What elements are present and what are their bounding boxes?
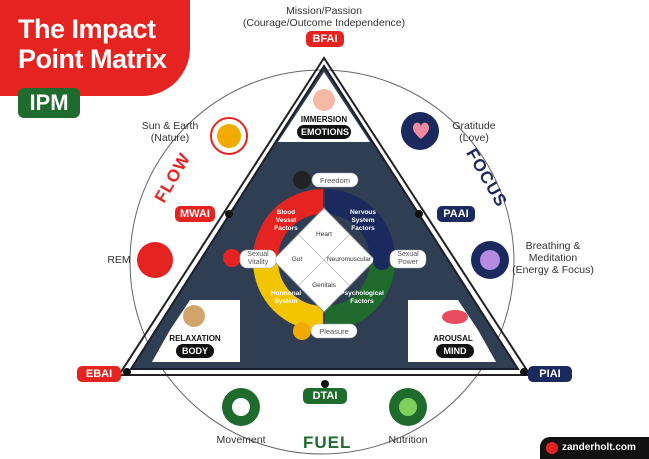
mwai-pill: MWAI	[175, 206, 215, 222]
gut-label: Gut	[291, 256, 303, 263]
relaxation-icon	[183, 305, 205, 327]
freedom-label: Freedom	[319, 176, 350, 185]
sun-earth-label: Sun & Earth (Nature)	[141, 120, 199, 144]
immersion-label: IMMERSION	[300, 115, 348, 124]
title-banner	[0, 0, 190, 96]
piai-pill: PIAI	[528, 366, 572, 382]
fuel-word: FUEL	[303, 433, 352, 452]
immersion-icon	[313, 89, 335, 111]
sexual-power-icon	[373, 252, 391, 270]
nervous-system-label: Nervous System Factors	[349, 209, 376, 232]
brand-tag[interactable]: zanderholt.com	[540, 437, 649, 459]
dtai-pill: DTAI	[303, 388, 347, 404]
node-mwai	[225, 210, 233, 218]
sexual-vitality-icon	[223, 249, 241, 267]
quad-green	[325, 261, 395, 331]
corner-right-area	[408, 300, 496, 362]
ebai-pill: EBAI	[77, 366, 121, 382]
apex-label: Mission/Passion (Courage/Outcome Indepen…	[242, 5, 406, 29]
sun-icon	[217, 124, 241, 148]
meditation-icon	[480, 250, 500, 270]
freedom-icon	[293, 171, 311, 189]
movement-label: Movement	[216, 434, 266, 446]
heart-icon	[413, 122, 429, 139]
arousal-label: AROUSAL	[433, 334, 473, 343]
outer-triangle	[117, 56, 532, 376]
blood-vessel-label: Blood Vessel Factors	[274, 209, 298, 232]
bfai-pill: BFAI	[306, 31, 344, 47]
rem-circle	[137, 242, 173, 278]
page-title: The Impact Point Matrix	[18, 14, 167, 74]
neuromuscular-label: Neuromuscular	[326, 256, 372, 263]
quad-navy	[325, 189, 395, 259]
quad-yellow	[253, 261, 323, 331]
node-dtai	[321, 380, 329, 388]
genitals-label: Genitals	[312, 282, 336, 289]
corner-left-area	[152, 300, 240, 362]
node-ebai	[123, 368, 131, 376]
quad-red	[253, 189, 323, 259]
nutrition-label: Nutrition	[388, 434, 428, 446]
mind-tag: MIND	[436, 344, 474, 358]
body-tag: BODY	[176, 344, 214, 358]
food-icon	[399, 398, 417, 416]
sexual-vitality-label: Sexual Vitality	[247, 251, 269, 266]
lips-icon	[442, 310, 468, 324]
breathing-label: Breathing & Meditation (Energy & Focus)	[512, 240, 594, 276]
node-paai	[415, 210, 423, 218]
rem-label: REM	[107, 254, 131, 266]
relaxation-label: RELAXATION	[169, 334, 221, 343]
heart-label: Heart	[316, 231, 332, 238]
node-piai	[520, 368, 528, 376]
sexual-power-label: Sexual Power	[397, 251, 419, 266]
ipm-badge: IPM	[18, 88, 80, 118]
hormonal-system-label: Hormonal System	[270, 290, 302, 305]
emotions-tag: EMOTIONS	[297, 125, 351, 139]
pleasure-icon	[293, 322, 311, 340]
pleasure-label: Pleasure	[319, 327, 349, 336]
brand-logo-icon	[546, 442, 558, 454]
gratitude-label: Gratitude (Love)	[452, 120, 496, 144]
runner-icon	[232, 398, 250, 416]
psychological-label: Psychological Factors	[340, 290, 384, 305]
paai-pill: PAAI	[437, 206, 475, 222]
